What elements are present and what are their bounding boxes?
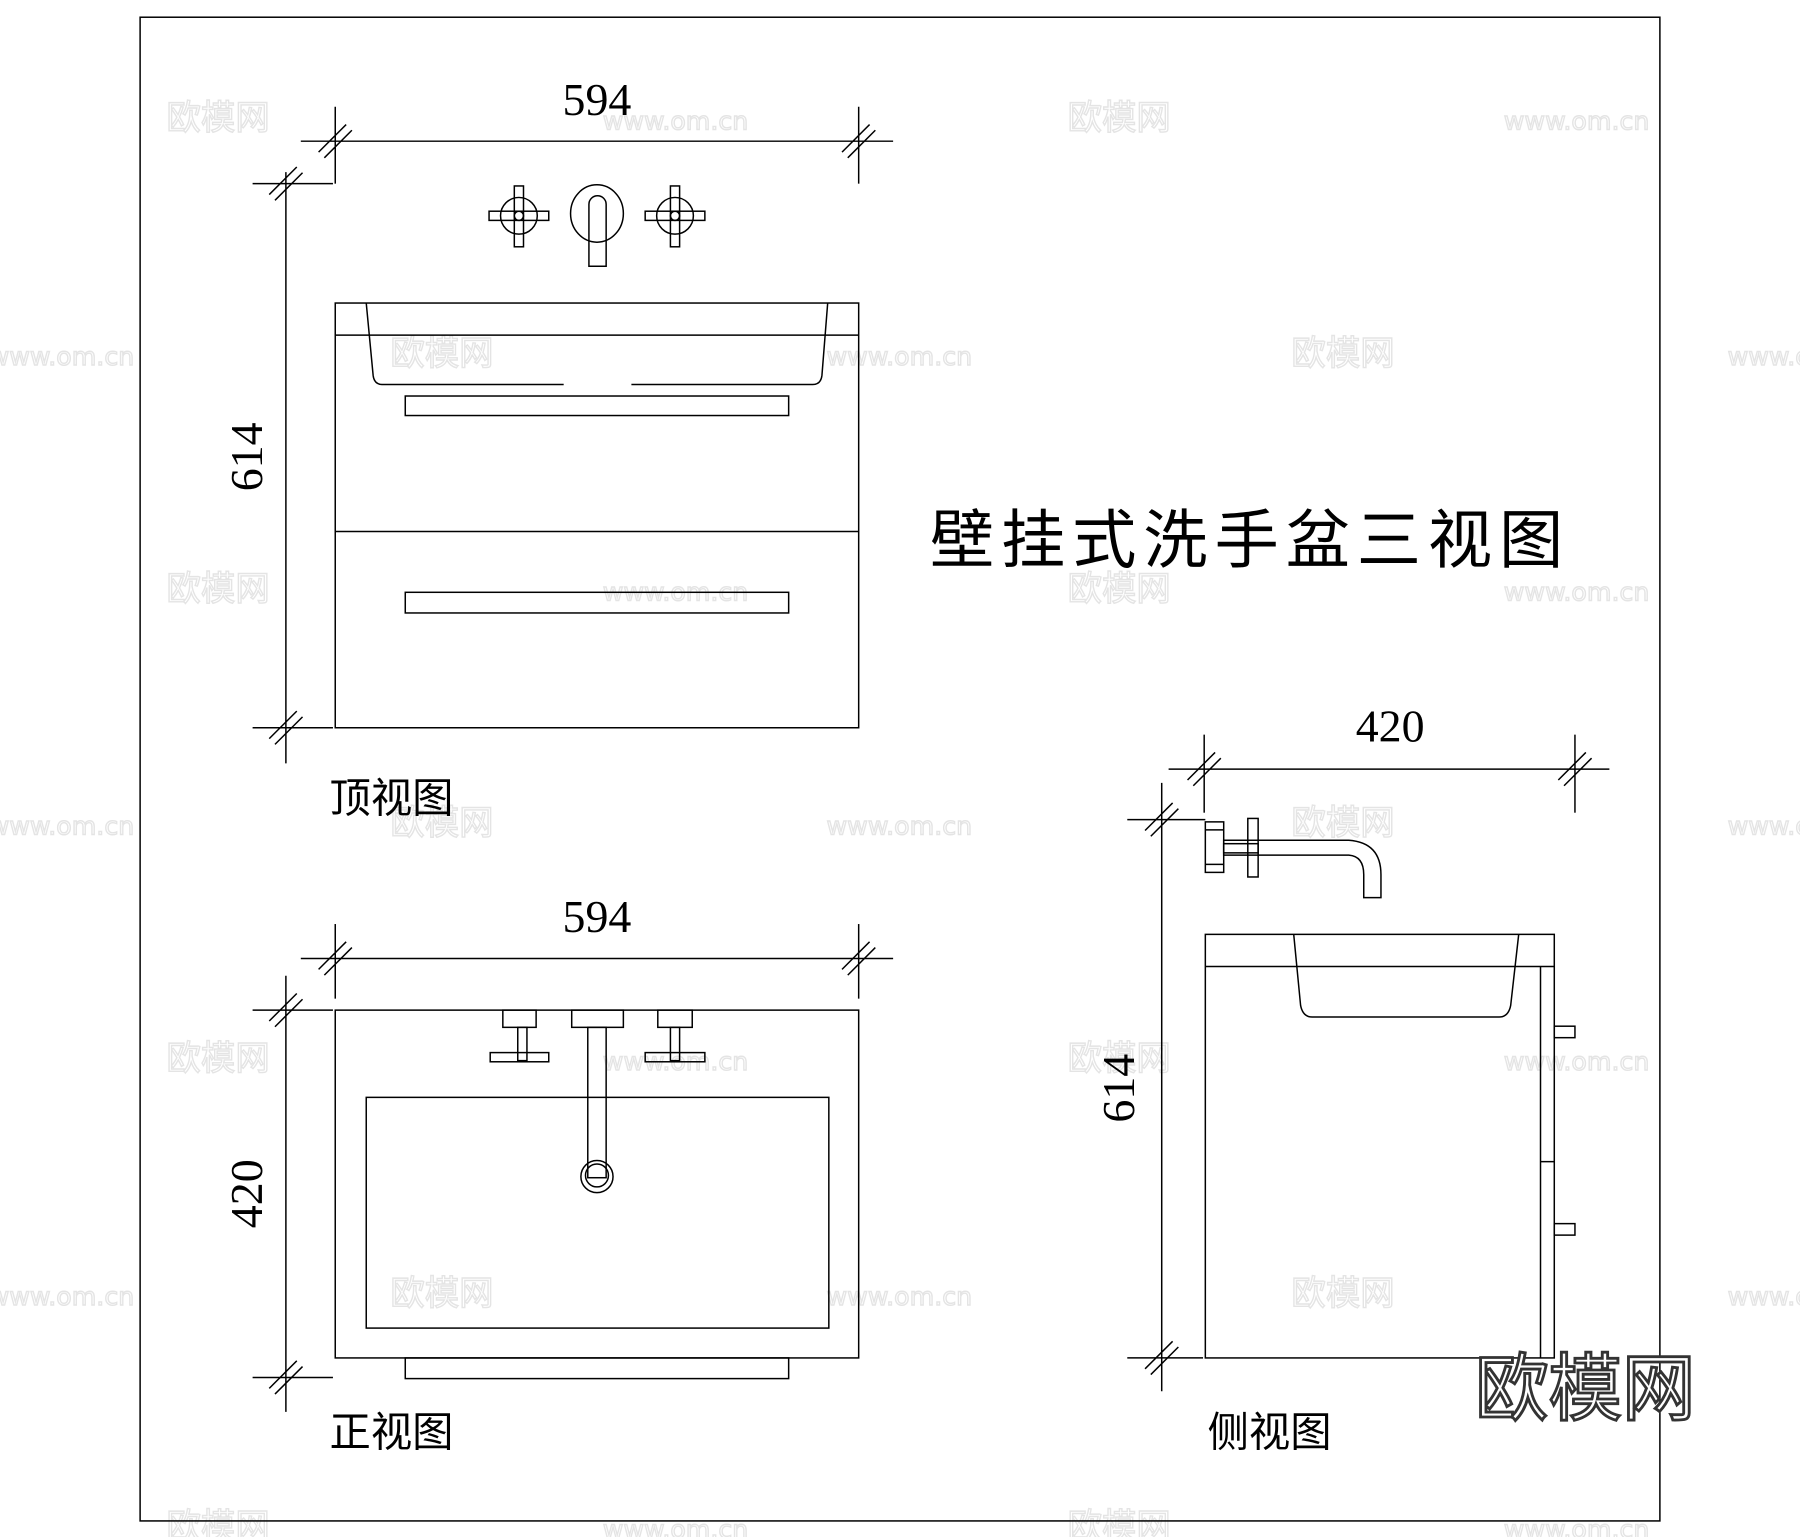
- watermark-site: www.om.cn: [1504, 1047, 1650, 1076]
- left-tap-handle-icon: [488, 185, 550, 248]
- watermark-site: www.om.cn: [603, 1515, 749, 1537]
- watermark-logo: 欧模网: [1291, 1274, 1394, 1314]
- dimension-tick: [1557, 751, 1593, 787]
- dimension-tick: [1187, 751, 1222, 787]
- top-width-dimension: 594: [300, 74, 894, 184]
- watermark-logo: 欧模网: [390, 1274, 493, 1314]
- side-width-dimension: 420: [1168, 701, 1610, 813]
- basin-outline: [365, 302, 829, 386]
- drawer-knob: [1553, 1222, 1576, 1236]
- wall-faucet-side-icon: [1204, 817, 1382, 899]
- watermark-logo: 欧模网: [1291, 804, 1394, 844]
- drawer-handle: [404, 591, 790, 614]
- top-view: 594 614: [221, 74, 894, 823]
- watermark-logo: 欧模网: [167, 1039, 270, 1079]
- watermark-site: www.om.cn: [1728, 342, 1800, 371]
- dimension-tick: [268, 992, 304, 1028]
- dimension-tick: [1144, 802, 1179, 837]
- watermark-logo: 欧模网: [1068, 1039, 1171, 1079]
- watermark-site: www.om.cn: [1728, 812, 1800, 841]
- watermark-logo: 欧模网: [1291, 334, 1394, 374]
- top-depth-dimension: 614: [221, 166, 333, 764]
- watermark-site: www.om.cn: [827, 812, 973, 841]
- side-view-label: 侧视图: [1208, 1408, 1332, 1456]
- dimension-tick: [318, 124, 353, 159]
- front-view: 594 420 正视图: [221, 891, 894, 1456]
- watermark-logo: 欧模网: [167, 1507, 270, 1537]
- front-width-value: 594: [563, 891, 632, 942]
- spout-top-icon: [569, 184, 625, 268]
- front-view-label: 正视图: [330, 1408, 454, 1456]
- dimension-tick: [268, 710, 304, 745]
- watermark-logo: 欧模网: [167, 569, 270, 609]
- side-width-value: 420: [1356, 701, 1425, 752]
- watermark-site: www.om.cn: [1728, 1282, 1800, 1311]
- side-view: 420 614 侧视图: [1093, 701, 1610, 1456]
- watermark-site: www.om.cn: [827, 1282, 973, 1311]
- side-height-dimension: 614: [1093, 782, 1206, 1392]
- watermark-site: www.om.cn: [1504, 1515, 1650, 1537]
- front-basin: [334, 1009, 860, 1380]
- watermark-logo: 欧模网: [1068, 99, 1171, 139]
- watermark-site: www.om.cn: [0, 342, 134, 371]
- front-width-dimension: 594: [300, 891, 894, 999]
- watermark-site: www.om.cn: [0, 1282, 134, 1311]
- dimension-tick: [268, 1360, 304, 1395]
- drawing-title: 壁挂式洗手盆三视图: [930, 503, 1570, 578]
- watermark-site: www.om.cn: [603, 107, 749, 136]
- spout-front-icon: [570, 1009, 625, 1194]
- watermark-site: www.om.cn: [1504, 577, 1650, 606]
- watermark-logo: 欧模网: [1068, 1507, 1171, 1537]
- site-logo: 欧模网: [1475, 1347, 1695, 1432]
- top-width-value: 594: [563, 74, 632, 125]
- front-height-dimension: 420: [221, 975, 333, 1412]
- dimension-tick: [318, 941, 353, 976]
- watermark-logo: 欧模网: [390, 334, 493, 374]
- top-view-label: 顶视图: [330, 775, 454, 823]
- top-cabinet: [334, 302, 860, 729]
- drawer-handle: [404, 395, 790, 417]
- dimension-tick: [1144, 1340, 1179, 1376]
- top-depth-value: 614: [221, 422, 272, 491]
- watermark-logo: 欧模网: [390, 804, 493, 844]
- right-tap-front-icon: [644, 1009, 706, 1063]
- dimension-tick: [841, 941, 876, 976]
- watermark-site: www.om.cn: [827, 342, 973, 371]
- front-height-value: 420: [221, 1159, 272, 1228]
- left-tap-front-icon: [489, 1009, 550, 1063]
- basin-outline: [1292, 934, 1520, 1018]
- watermark-logo: 欧模网: [1068, 569, 1171, 609]
- side-cabinet: [1204, 933, 1576, 1359]
- watermark-site: www.om.cn: [0, 812, 134, 841]
- drawing-frame: [139, 16, 1661, 1522]
- dimension-tick: [841, 124, 876, 159]
- watermark-logo: 欧模网: [167, 99, 270, 139]
- dimension-tick: [268, 166, 304, 201]
- drawer-knob: [1553, 1025, 1576, 1039]
- watermark-site: www.om.cn: [1504, 107, 1650, 136]
- right-tap-handle-icon: [644, 185, 706, 248]
- side-height-value: 614: [1093, 1054, 1144, 1123]
